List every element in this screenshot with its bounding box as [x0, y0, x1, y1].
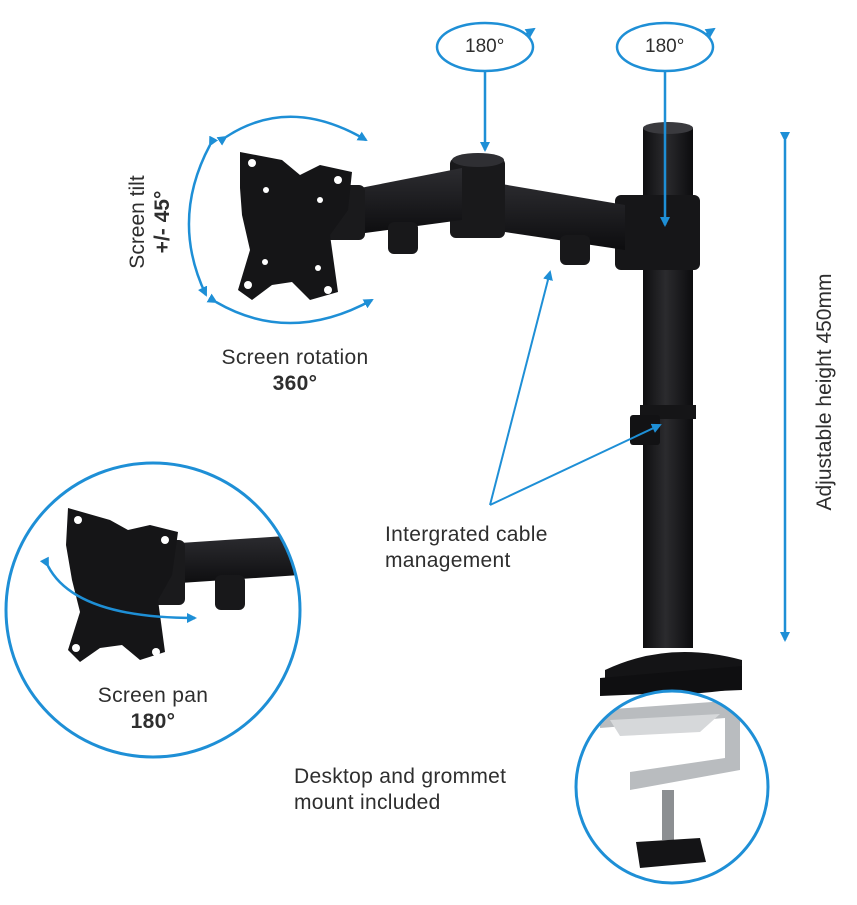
height-label: Adjustable height 450mm	[813, 273, 836, 511]
cable-clip	[630, 415, 660, 445]
tilt-label-line2: +/- 45°	[151, 190, 174, 254]
pan-label-line1: Screen pan	[97, 684, 209, 707]
pan-label-line2: 180°	[130, 710, 176, 733]
rotation-label-line1: Screen rotation	[221, 346, 369, 369]
clamp-detail	[574, 689, 770, 885]
rotation-badge-2-label: 180°	[645, 36, 685, 57]
cable-label: Intergrated cable management	[385, 522, 615, 574]
tilt-label	[0, 130, 60, 330]
rotation-badge-1	[435, 21, 536, 152]
pan-label: Screen pan 180°	[68, 683, 238, 735]
tilt-label-group: Screen tilt +/- 45°	[108, 155, 174, 295]
tilt-rotation-arrows	[187, 115, 374, 325]
rotation-badge-1-label: 180°	[465, 36, 505, 57]
mount-label-line2: mount included	[294, 791, 441, 814]
pole-base	[600, 652, 742, 696]
cable-label-line1: Intergrated cable	[385, 523, 548, 546]
mount-label: Desktop and grommet mount included	[294, 764, 574, 816]
cable-label-line2: management	[385, 549, 511, 572]
rotation-label-line2: 360°	[272, 372, 318, 395]
rotation-label: Screen rotation 360°	[190, 345, 400, 397]
tilt-label-line1: Screen tilt	[126, 175, 149, 269]
mount-label-line1: Desktop and grommet	[294, 765, 507, 788]
rotation-badge-2	[615, 21, 716, 227]
vesa-plate	[238, 152, 352, 300]
pan-detail	[4, 461, 302, 759]
cable-arrows	[489, 270, 662, 506]
